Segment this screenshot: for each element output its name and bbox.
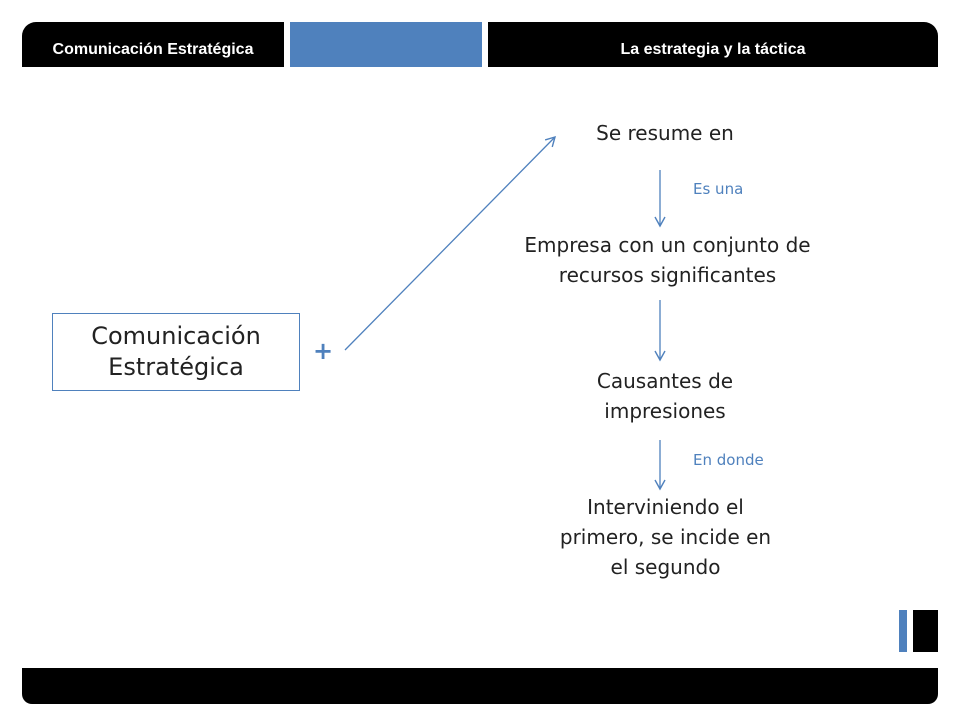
main-concept-box: Comunicación Estratégica (52, 313, 300, 391)
edge-label-es-una: Es una (693, 180, 744, 198)
arrow-to-resume (344, 135, 557, 351)
footer-accent-blue (899, 610, 907, 652)
header-right-title: La estrategia y la táctica (620, 41, 806, 58)
header-accent-block (290, 22, 482, 67)
main-concept-label: Comunicación Estratégica (91, 322, 261, 381)
header-left-tab: Comunicación Estratégica (22, 22, 284, 67)
header-right-tab: La estrategia y la táctica (488, 22, 938, 67)
node-interviniendo: Interviniendo el primero, se incide en e… (559, 495, 772, 579)
header-left-title: Comunicación Estratégica (52, 41, 254, 58)
node-empresa: Empresa con un conjunto de recursos sign… (524, 233, 811, 287)
footer-accent-black (913, 610, 938, 652)
edge-label-en-donde: En donde (693, 451, 764, 469)
plus-symbol: + (313, 337, 334, 365)
node-causantes: Causantes de impresiones (596, 369, 734, 423)
footer-bar (22, 668, 938, 704)
node-se-resume-en: Se resume en (596, 121, 734, 145)
